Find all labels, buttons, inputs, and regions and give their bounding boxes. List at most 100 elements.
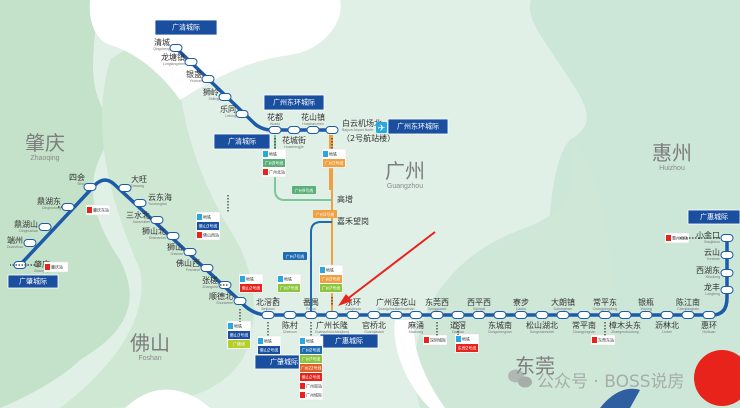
station-marker[interactable] (493, 311, 507, 319)
station-marker[interactable] (639, 311, 653, 319)
station-marker[interactable] (451, 311, 465, 319)
station-marker[interactable] (389, 311, 403, 319)
station-marker[interactable] (166, 232, 180, 240)
station-marker[interactable] (720, 269, 734, 277)
station-marker[interactable] (535, 311, 549, 319)
station-marker[interactable] (702, 311, 716, 319)
station-marker[interactable] (720, 234, 734, 242)
station-marker[interactable] (218, 93, 232, 101)
station-marker[interactable] (618, 311, 632, 319)
line-badge[interactable]: 广惠城际 (319, 333, 379, 349)
station-marker[interactable] (218, 281, 232, 289)
station-marker[interactable] (200, 264, 214, 272)
line-badge[interactable]: 广州东环城际 (263, 94, 325, 111)
station-marker[interactable] (325, 311, 339, 319)
station-marker[interactable] (261, 311, 275, 319)
station-marker[interactable] (472, 311, 486, 319)
station-marker[interactable] (150, 216, 164, 224)
station-marker[interactable] (514, 311, 528, 319)
station-marker[interactable] (283, 311, 297, 319)
station-marker[interactable] (268, 126, 282, 134)
station-marker[interactable] (720, 251, 734, 259)
station-marker[interactable] (720, 286, 734, 294)
station-marker[interactable] (306, 126, 320, 134)
station-marker[interactable] (61, 203, 75, 211)
station-marker[interactable] (83, 183, 97, 191)
station-marker[interactable] (235, 110, 249, 118)
station-marker[interactable] (367, 311, 381, 319)
station-marker[interactable] (556, 311, 570, 319)
station-marker[interactable] (598, 311, 612, 319)
station-marker[interactable] (23, 239, 37, 247)
station-marker[interactable] (409, 311, 423, 319)
station-marker[interactable] (201, 75, 215, 83)
station-marker[interactable] (183, 248, 197, 256)
station-marker[interactable] (577, 311, 591, 319)
station-marker[interactable] (681, 311, 695, 319)
station-marker[interactable] (184, 58, 198, 66)
line-badge[interactable]: 广清城际 (213, 133, 271, 150)
station-marker[interactable] (660, 311, 674, 319)
metro-line-gz7 (310, 221, 332, 315)
station-marker[interactable] (233, 297, 247, 305)
station-marker[interactable] (133, 199, 147, 207)
station-marker[interactable] (169, 44, 183, 52)
line-badge[interactable]: 广惠城际 (687, 209, 740, 225)
station-marker[interactable] (304, 311, 318, 319)
station-marker[interactable] (346, 311, 360, 319)
line-badge[interactable]: 广州东环城际 (387, 118, 449, 135)
station-marker[interactable] (287, 126, 301, 134)
line-badge[interactable]: 广清城际 (154, 19, 218, 36)
line-badge[interactable]: 广肇城际 (7, 274, 59, 289)
station-marker[interactable] (38, 223, 52, 231)
station-marker[interactable] (430, 311, 444, 319)
station-marker[interactable] (118, 184, 132, 192)
station-marker[interactable] (325, 126, 339, 134)
